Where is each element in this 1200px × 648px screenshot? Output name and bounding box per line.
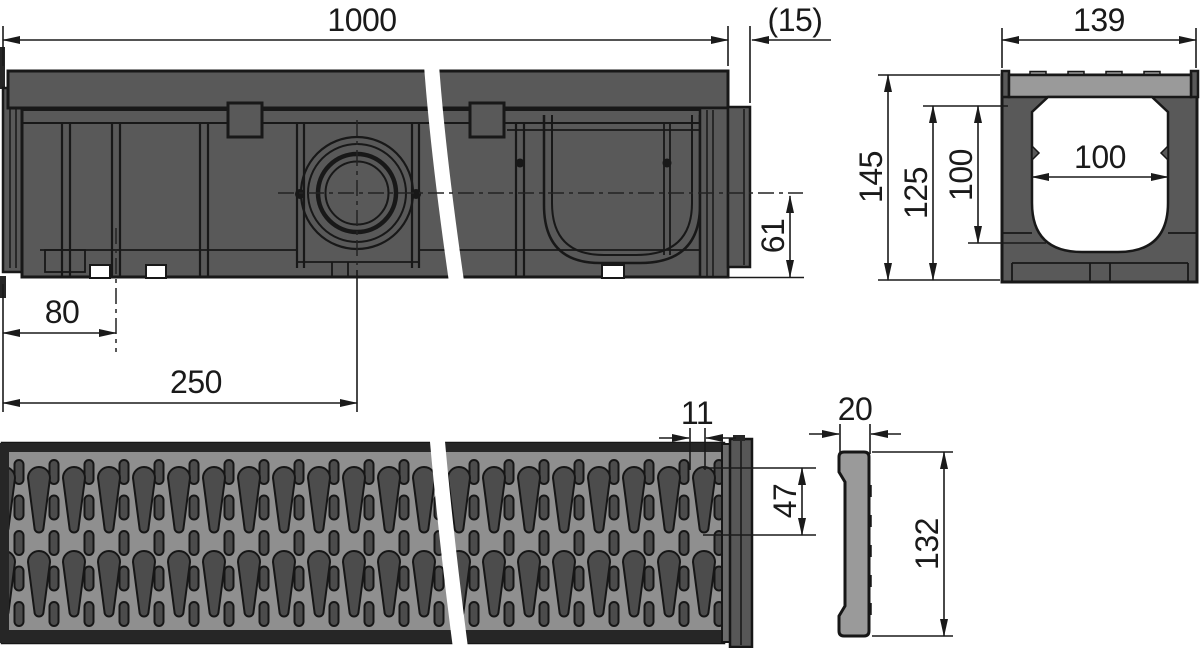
end-cap [726, 105, 752, 269]
u-channel-outline [542, 115, 702, 265]
side-view-dimensions: 1000 (15) 80 250 61 [2, 2, 831, 412]
side-elevation-view [0, 47, 803, 412]
grate-plan-dimensions: 11 47 [659, 395, 816, 536]
dim-end-cap-length: (15) [768, 2, 823, 38]
section-grate-strip [1007, 73, 1193, 99]
break-line [429, 435, 469, 648]
dim-channel-height: 125 [898, 167, 934, 219]
break-line [423, 57, 466, 294]
dim-inner-depth: 100 [943, 149, 979, 201]
dim-end-to-outlet-center: 250 [170, 364, 222, 400]
dim-slot-spacing: 11 [681, 395, 713, 431]
dim-inner-width: 100 [1074, 139, 1126, 175]
grate-profile-body [837, 450, 871, 638]
foot-notch [89, 264, 111, 279]
grate-profile-dimensions: 20 132 [809, 391, 953, 637]
dim-total-length: 1000 [327, 2, 396, 38]
dim-outer-width: 139 [1073, 2, 1125, 38]
dim-outlet-center-to-base: 61 [755, 219, 791, 254]
dim-overall-height: 145 [853, 151, 889, 203]
channel-left-end [1, 86, 25, 274]
channel-top-rail [6, 69, 730, 110]
grate-slot-pattern [9, 452, 722, 630]
foot-notch [145, 264, 167, 279]
foot-notch [601, 264, 625, 279]
lock-tab [226, 101, 264, 139]
grate-end-profile-view [837, 450, 872, 638]
grate-plan-view [0, 435, 754, 648]
dim-grate-width: 132 [909, 518, 945, 570]
dim-slot-length: 47 [767, 484, 803, 519]
dim-thickness: 20 [838, 391, 873, 427]
cross-section-dimensions: 139 145 125 100 100 [853, 2, 1197, 281]
lock-tab [468, 101, 506, 139]
dim-end-to-first-rib: 80 [45, 294, 80, 330]
